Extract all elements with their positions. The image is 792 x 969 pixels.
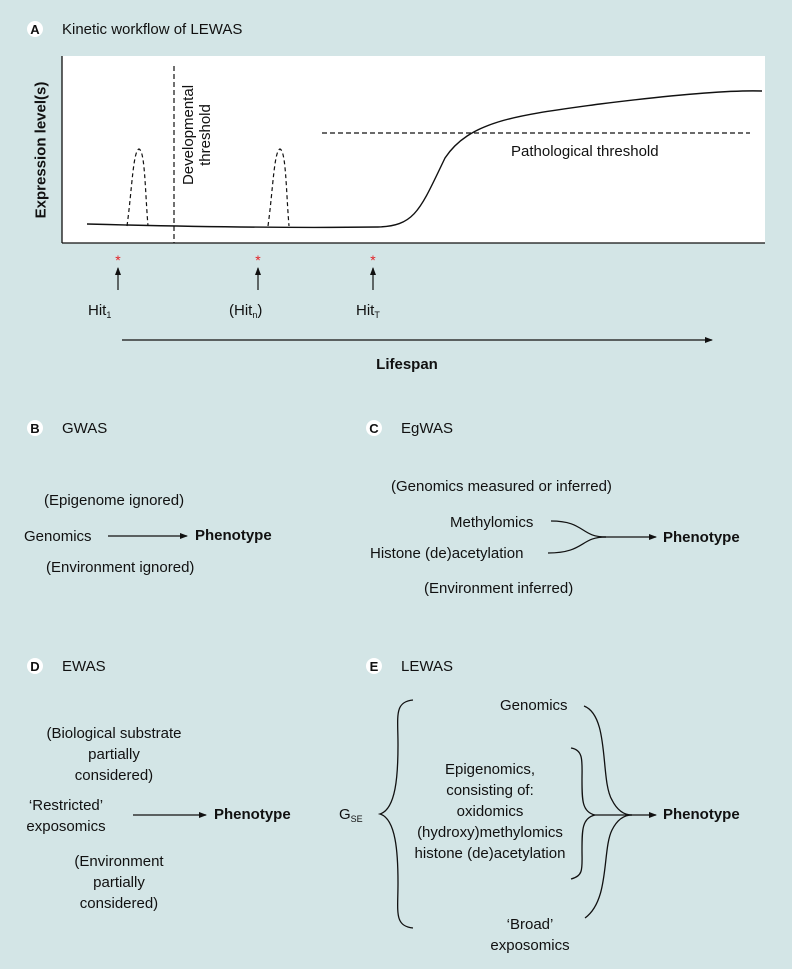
gwas-phenotype: Phenotype — [195, 527, 272, 544]
hitT-label: HitT — [356, 302, 380, 320]
panel-a-title: Kinetic workflow of LEWAS — [62, 21, 243, 38]
hit1-label: Hit1 — [88, 302, 112, 320]
hit1-asterisk: * — [115, 252, 121, 268]
egwas-phenotype: Phenotype — [663, 529, 740, 546]
panel-e-title: LEWAS — [401, 658, 453, 675]
panel-b-title: GWAS — [62, 420, 108, 437]
egwas-histone-curve — [547, 536, 607, 554]
egwas-environment: (Environment inferred) — [424, 580, 574, 597]
egwas-genomics: (Genomics measured or inferred) — [391, 478, 612, 495]
panel-b-badge: B — [27, 420, 43, 436]
panel-c-badge: C — [366, 420, 382, 436]
hitn-label: (Hitn) — [229, 302, 263, 320]
lewas-gse: GSE — [339, 806, 363, 824]
gwas-epigenome: (Epigenome ignored) — [44, 492, 185, 509]
lifespan-label: Lifespan — [376, 356, 438, 373]
lewas-phenotype: Phenotype — [663, 806, 740, 823]
ewas-environment: (Environment partially considered) — [74, 853, 164, 912]
lewas-genomics: Genomics — [500, 697, 568, 714]
egwas-methylomics-curve — [550, 520, 607, 538]
gse-left-brace — [377, 699, 414, 929]
ewas-restricted-exposomics: ‘Restricted’ exposomics — [26, 797, 106, 835]
lewas-genomics-curve — [583, 705, 633, 816]
epigenomics-bracket — [570, 747, 596, 880]
pathological-threshold-label: Pathological threshold — [511, 143, 659, 160]
lewas-epigenomics: Epigenomics, consisting of: oxidomics (h… — [414, 761, 566, 862]
ewas-biological-substrate: (Biological substrate partially consider… — [46, 725, 182, 784]
expression-curve — [86, 90, 763, 229]
lewas-broad-curve — [584, 814, 633, 919]
panel-a-badge: A — [27, 21, 43, 37]
egwas-histone: Histone (de)acetylation — [370, 545, 524, 562]
ewas-phenotype: Phenotype — [214, 806, 291, 823]
panel-c-title: EgWAS — [401, 420, 453, 437]
hitT-asterisk: * — [370, 252, 376, 268]
transient-peak-1 — [126, 148, 149, 227]
panel-d-badge: D — [27, 658, 43, 674]
panel-d-title: EWAS — [62, 658, 106, 675]
panel-e-badge: E — [366, 658, 382, 674]
hitn-asterisk: * — [255, 252, 261, 268]
expression-plot-area — [62, 56, 765, 243]
lewas-broad-exposomics: ‘Broad’ exposomics — [490, 916, 570, 954]
gwas-environment: (Environment ignored) — [46, 559, 195, 576]
transient-peak-2 — [267, 148, 290, 227]
egwas-methylomics: Methylomics — [450, 514, 534, 531]
gwas-genomics: Genomics — [24, 528, 92, 545]
